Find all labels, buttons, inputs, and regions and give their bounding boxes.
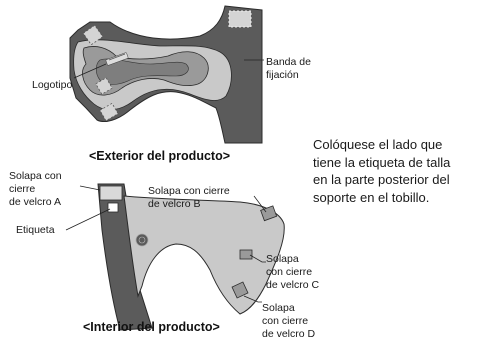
interior-size-tag	[107, 202, 119, 213]
logo-mark	[105, 52, 129, 66]
leader-flap-c	[249, 254, 266, 263]
leader-flap-d	[243, 295, 262, 303]
instruction-line: Colóquese el lado que	[313, 137, 443, 152]
leader-flap-b	[253, 195, 267, 213]
label-flap-c-line3: de velcro C	[266, 279, 320, 291]
interior-velcro-flap-d	[231, 281, 249, 299]
exterior-velcro-tab-topright	[228, 10, 252, 28]
interior-badge-icon	[135, 233, 149, 247]
label-strap-line2: fijación	[266, 69, 299, 81]
instruction-line: soporte en el tobillo.	[313, 189, 430, 205]
exterior-velcro-tab-mid	[95, 77, 113, 95]
instruction-text: Colóquese el lado que tiene la etiqueta …	[313, 136, 479, 206]
label-flap-a-line2: cierre	[9, 183, 35, 195]
label-flap-a-line1: Solapa con	[9, 170, 62, 182]
interior-velcro-flap-c	[239, 249, 253, 260]
instruction-line: tiene la etiqueta de talla	[313, 154, 451, 170]
label-strap-line1: Banda de	[266, 56, 311, 68]
interior-velcro-flap-a	[99, 185, 123, 201]
instruction-line: en la parte posterior del	[313, 172, 450, 187]
leader-tag	[65, 208, 111, 231]
leader-flap-a	[79, 185, 101, 191]
leader-logo	[73, 63, 107, 79]
label-flap-c-line2: con cierre	[266, 266, 312, 278]
exterior-velcro-tab-bottom	[99, 102, 119, 122]
label-flap-c-line1: Solapa	[266, 253, 299, 265]
label-flap-d-line2: con cierre	[262, 315, 308, 327]
exterior-caption: <Exterior del producto>	[89, 149, 230, 163]
label-flap-d-line1: Solapa	[262, 302, 295, 314]
exterior-velcro-tab-left	[82, 24, 104, 46]
exterior-center-inner	[95, 58, 189, 85]
interior-light-body	[123, 195, 285, 315]
label-flap-b-line2: de velcro B	[148, 198, 201, 210]
label-logo: Logotipo	[32, 79, 72, 91]
label-flap-d-line3: de velcro D	[262, 328, 316, 340]
interior-caption: <Interior del producto>	[83, 320, 220, 334]
interior-view: Solapa con cierre de velcro A Etiqueta S…	[9, 170, 320, 340]
label-flap-a-line3: de velcro A	[9, 196, 61, 208]
label-tag: Etiqueta	[16, 224, 55, 236]
exterior-view: Logotipo Banda de fijación <Exterior del…	[32, 5, 311, 163]
label-flap-b-line1: Solapa con cierre	[148, 185, 230, 197]
